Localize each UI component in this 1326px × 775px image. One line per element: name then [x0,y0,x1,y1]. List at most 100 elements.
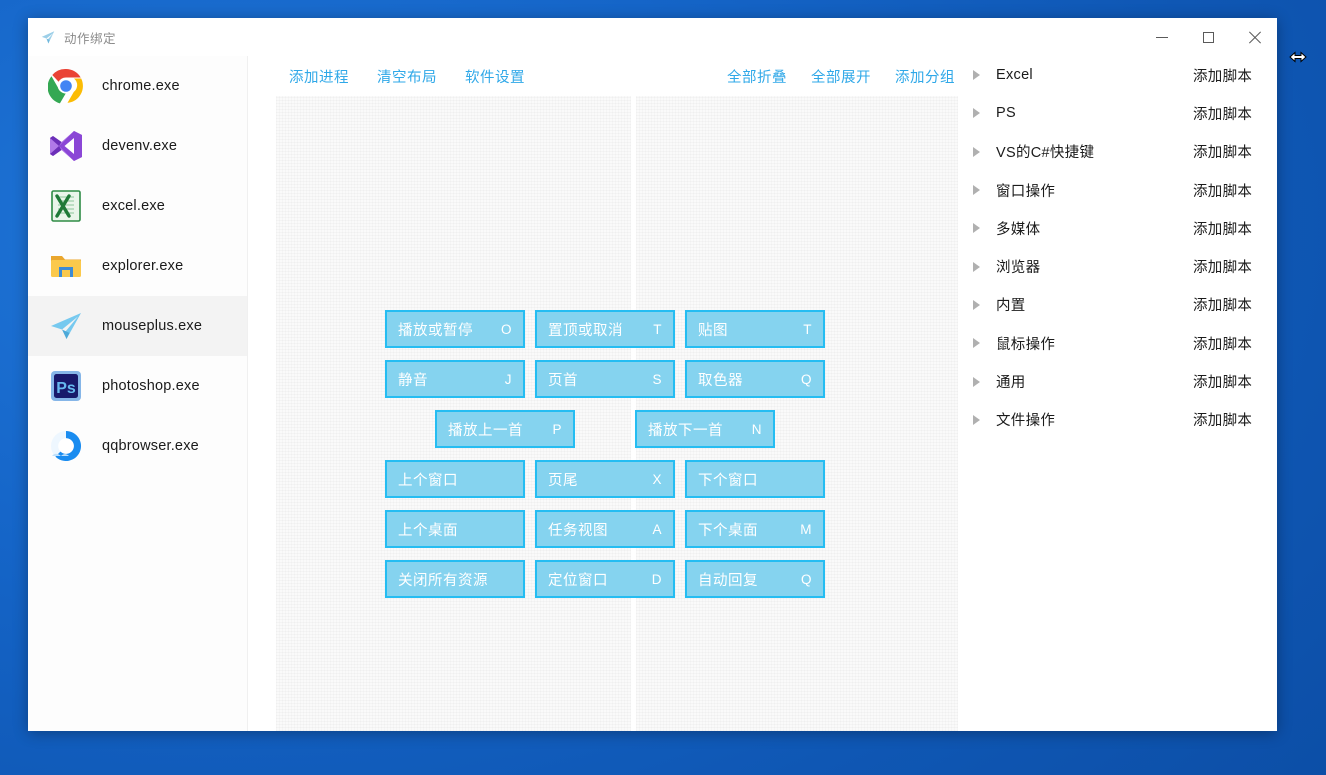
action-button-label: 播放上一首 [448,422,523,439]
chevron-right-icon[interactable] [973,376,980,387]
group-row[interactable]: 窗口操作添加脚本 [958,171,1277,209]
process-sidebar: chrome.exe devenv.exe excel.exe explorer… [28,56,248,731]
group-name: Excel [996,67,1033,84]
close-button[interactable] [1231,18,1277,56]
group-name: 鼠标操作 [996,336,1056,353]
sidebar-item-explorer[interactable]: explorer.exe [28,236,247,296]
group-row[interactable]: 内置 添加脚本 [958,286,1277,324]
action-button-label: 播放或暂停 [398,322,473,339]
sidebar-item-excel[interactable]: excel.exe [28,176,247,236]
group-name: 文件操作 [996,413,1056,430]
excel-icon [48,188,84,224]
chevron-right-icon[interactable] [973,70,980,81]
add-script-button[interactable]: 添加脚本 [1193,260,1253,277]
action-button-key: M [800,521,812,537]
action-button-label: 自动回复 [698,572,758,589]
sidebar-item-label: qqbrowser.exe [102,438,199,454]
toolbar-button-right-0[interactable]: 全部折叠 [727,69,787,86]
action-button-label: 播放下一首 [648,422,723,439]
add-script-button[interactable]: 添加脚本 [1193,106,1253,123]
sidebar-item-devenv[interactable]: devenv.exe [28,116,247,176]
toolbar-button-left-2[interactable]: 软件设置 [465,69,525,86]
group-row[interactable]: 文件操作 添加脚本 [958,401,1277,439]
horizontal-resize-cursor [1285,48,1311,66]
chevron-right-icon[interactable] [973,185,980,196]
minimize-icon [1156,36,1168,38]
action-button-label: 上个窗口 [398,472,458,489]
action-button-8[interactable]: 上个窗口 [385,460,525,498]
group-name: 多媒体 [996,221,1041,238]
group-row[interactable]: VS的C#快捷键 添加脚本 [958,133,1277,171]
chevron-right-icon[interactable] [973,261,980,272]
toolbar-button-right-2[interactable]: 添加分组 [895,69,955,86]
action-button-10[interactable]: 下个窗口 [685,460,825,498]
action-button-key: D [651,571,662,587]
app-window: 动作绑定 chrome.exe [28,18,1277,731]
add-script-button[interactable]: 添加脚本 [1193,298,1253,315]
canvas-pane-right[interactable] [636,96,986,731]
title-bar[interactable]: 动作绑定 [28,18,1277,56]
minimize-button[interactable] [1139,18,1185,56]
add-script-button[interactable]: 添加脚本 [1193,413,1253,430]
group-name: 通用 [996,375,1026,392]
title-bar-left: 动作绑定 [40,18,116,56]
action-button-15[interactable]: 定位窗口 D [535,560,675,598]
add-script-button[interactable]: 添加脚本 [1193,145,1253,162]
action-button-label: 页尾 [548,472,578,489]
toolbar-button-left-0[interactable]: 添加进程 [289,69,349,86]
group-name: VS的C#快捷键 [996,145,1095,162]
chevron-right-icon[interactable] [973,146,980,157]
folder-icon [48,248,84,284]
toolbar-button-right-1[interactable]: 全部展开 [811,69,871,86]
group-row[interactable]: 多媒体 添加脚本 [958,209,1277,247]
toolbar-button-left-1[interactable]: 清空布局 [377,69,437,86]
action-button-16[interactable]: 自动回复 Q [685,560,825,598]
action-button-key: T [803,321,812,337]
paper-plane-icon [40,30,56,45]
group-name: 内置 [996,298,1026,315]
sidebar-item-label: chrome.exe [102,78,180,94]
action-button-9[interactable]: 页尾 X [535,460,675,498]
chevron-right-icon[interactable] [973,414,980,425]
action-button-key: S [652,371,662,387]
sidebar-item-qqbrowser[interactable]: qqbrowser.exe [28,416,247,476]
add-script-button[interactable]: 添加脚本 [1193,221,1253,238]
action-button-14[interactable]: 关闭所有资源 [385,560,525,598]
action-button-label: 定位窗口 [548,572,608,589]
action-button-key: X [652,471,662,487]
add-script-button[interactable]: 添加脚本 [1193,183,1253,200]
chevron-right-icon[interactable] [973,338,980,349]
add-script-button[interactable]: 添加脚本 [1193,68,1253,85]
group-row[interactable]: 通用 添加脚本 [958,362,1277,400]
sidebar-item-mouseplus[interactable]: mouseplus.exe [28,296,247,356]
action-button-label: 静音 [398,372,428,389]
maximize-button[interactable] [1185,18,1231,56]
group-name: 浏览器 [996,260,1041,277]
sidebar-item-chrome[interactable]: chrome.exe [28,56,247,116]
action-button-key: Q [800,571,812,587]
group-row[interactable]: Excel 添加脚本 [958,56,1277,94]
group-row[interactable]: 鼠标操作 添加脚本 [958,324,1277,362]
add-script-button[interactable]: 添加脚本 [1193,336,1253,353]
sidebar-item-photoshop[interactable]: Ps photoshop.exe [28,356,247,416]
add-script-button[interactable]: 添加脚本 [1193,375,1253,392]
maximize-icon [1202,31,1214,43]
action-button-11[interactable]: 上个桌面 [385,510,525,548]
chevron-right-icon[interactable] [973,108,980,119]
chevron-right-icon[interactable] [973,299,980,310]
chevron-right-icon[interactable] [973,223,980,234]
group-row[interactable]: 浏览器 添加脚本 [958,247,1277,285]
